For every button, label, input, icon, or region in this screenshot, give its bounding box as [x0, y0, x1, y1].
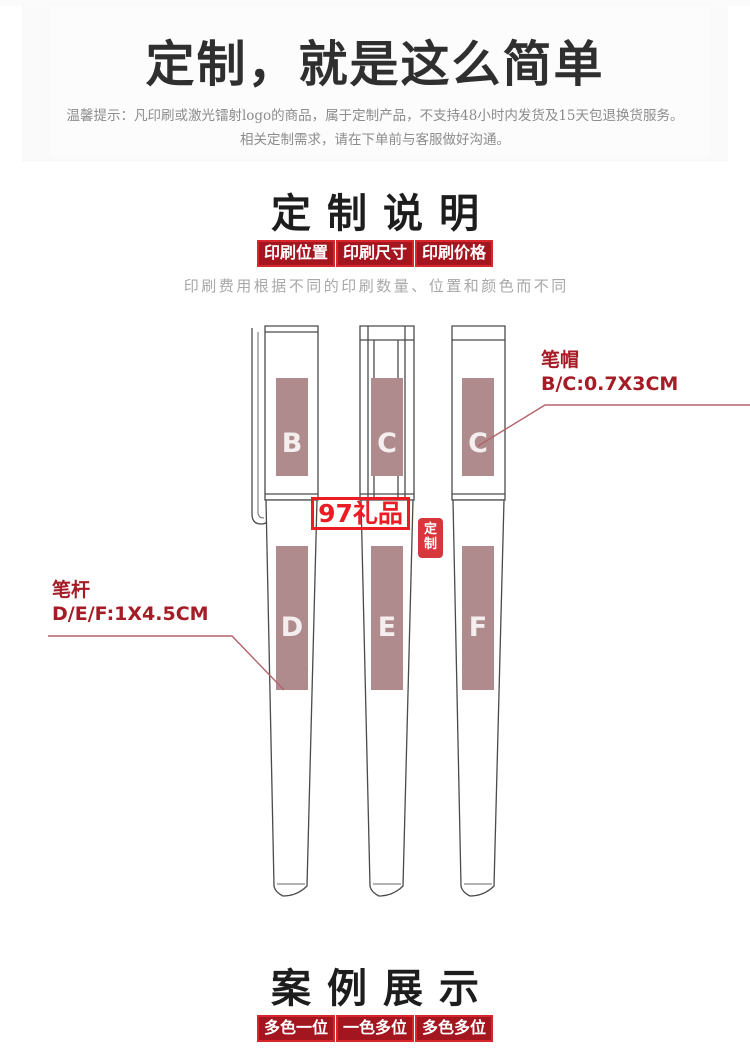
case-section-header: 案例展示 多色一位 一色多位 多色多位 [0, 965, 750, 1042]
spec-badge-position: 印刷位置 [256, 240, 335, 267]
case-badge-multicolor-one-spot: 多色一位 [256, 1015, 335, 1042]
case-section-title: 案例展示 [271, 966, 495, 1012]
annotation-cap: 笔帽 B/C:0.7X3CM [541, 348, 678, 397]
spec-badge-price: 印刷价格 [415, 240, 494, 267]
print-zone-E-label: E [378, 612, 396, 643]
print-zone-F [462, 546, 494, 690]
print-zone-D-label: D [281, 612, 303, 643]
case-badge-onecolor-multi-spot: 一色多位 [335, 1015, 414, 1042]
seal-char-1: 定 [423, 522, 437, 537]
print-zone-C-right-label: C [468, 428, 488, 459]
hero-tip-line-1: 温馨提示：凡印刷或激光镭射logo的商品，属于定制产品，不支持48小时内发货及1… [66, 108, 684, 124]
print-zone-E [371, 546, 403, 690]
hero-tip-block: 温馨提示：凡印刷或激光镭射logo的商品，属于定制产品，不支持48小时内发货及1… [0, 104, 750, 152]
case-badge-row: 多色一位 一色多位 多色多位 [0, 1015, 750, 1042]
annotation-cap-size: B/C:0.7X3CM [541, 373, 679, 395]
pen-1: B D [251, 325, 319, 897]
top-panel-inner [50, 6, 710, 156]
pen-3: C F [451, 325, 506, 897]
case-badge-multicolor-multi-spot: 多色多位 [415, 1015, 494, 1042]
print-zone-C-label: C [377, 428, 397, 459]
print-zone-B [276, 378, 308, 476]
annotation-barrel-size: D/E/F:1X4.5CM [52, 603, 209, 625]
pen-diagram: .pen-ln { fill:none; stroke:#4a4a4a; str… [0, 318, 750, 918]
pen-2: C E [359, 325, 415, 897]
spec-badge-row: 印刷位置 印刷尺寸 印刷价格 [0, 240, 750, 267]
print-zone-D [276, 546, 308, 690]
hero-title: 定制，就是这么简单 [145, 36, 605, 93]
spec-section-subtitle: 印刷费用根据不同的印刷数量、位置和颜色而不同 [183, 277, 569, 295]
seal-stamp: 定 制 [418, 518, 443, 558]
leader-line-barrel [48, 635, 285, 691]
spec-section-title: 定制说明 [271, 191, 495, 237]
print-zone-B-label: B [282, 428, 303, 459]
spec-badge-size: 印刷尺寸 [335, 240, 414, 267]
print-zone-F-label: F [469, 612, 487, 643]
seal-char-2: 制 [423, 537, 437, 552]
annotation-barrel: 笔杆 D/E/F:1X4.5CM [52, 578, 209, 627]
hero-tip-line-2: 相关定制需求，请在下单前与客服做好沟通。 [240, 132, 510, 148]
annotation-cap-title: 笔帽 [541, 349, 580, 371]
print-zone-C-right [462, 378, 494, 476]
leader-line-cap [477, 404, 750, 447]
annotation-barrel-title: 笔杆 [52, 579, 91, 601]
print-zone-C [371, 378, 403, 476]
spec-section-header: 定制说明 印刷位置 印刷尺寸 印刷价格 印刷费用根据不同的印刷数量、位置和颜色而… [0, 190, 750, 296]
watermark-logo: 97礼品 [311, 497, 410, 530]
